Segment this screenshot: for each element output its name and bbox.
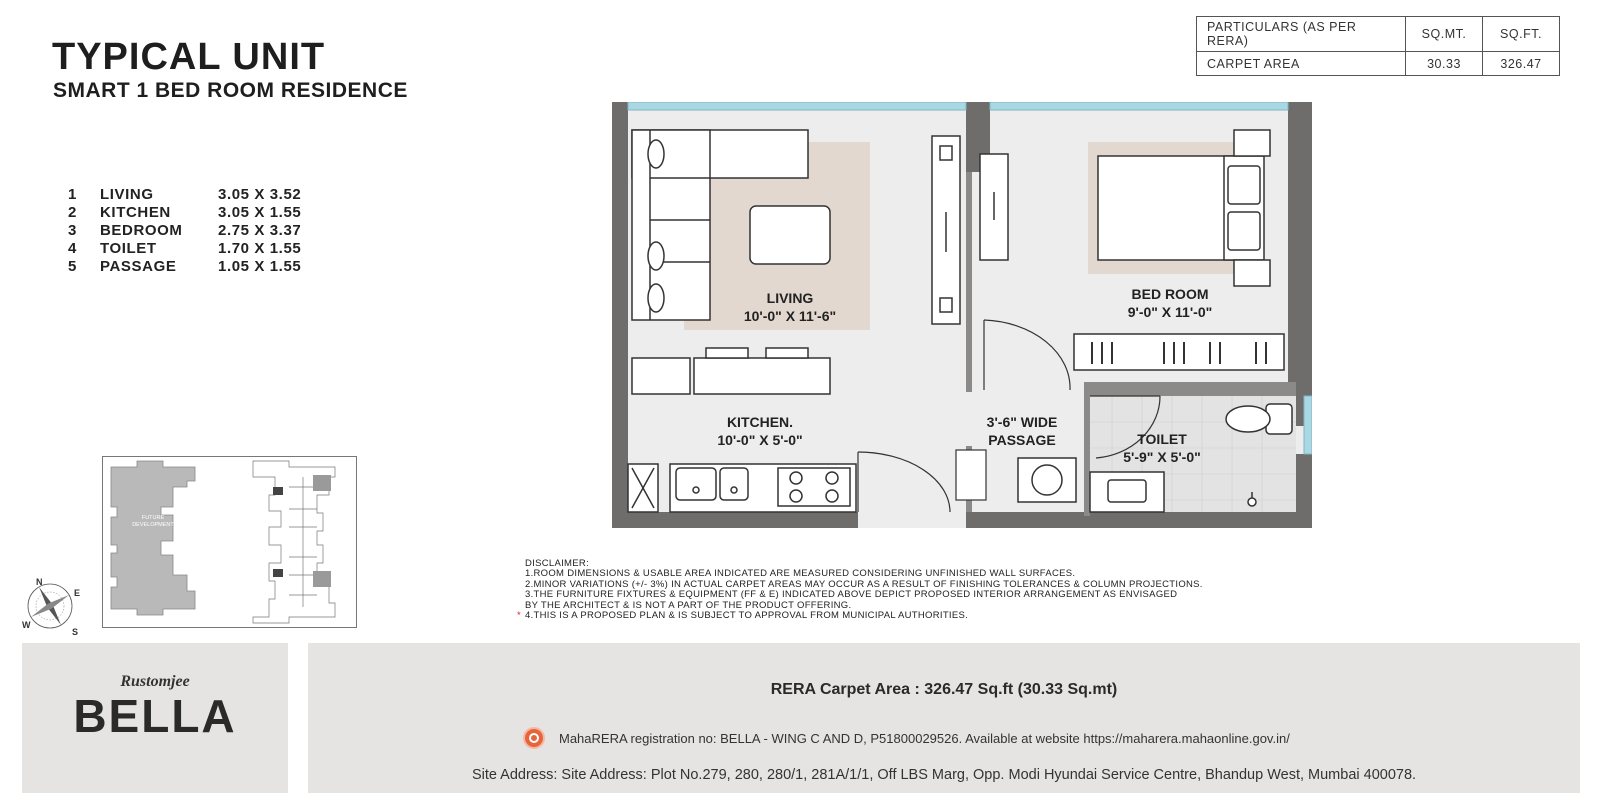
washing-machine	[1017, 457, 1077, 503]
maharera-text: MahaRERA registration no: BELLA - WING C…	[559, 730, 1290, 746]
disclaimer-line-wrap: * 4.THIS IS A PROPOSED PLAN & IS SUBJECT…	[517, 610, 1203, 622]
rera-area-table: PARTICULARS (AS PER RERA) SQ.MT. SQ.FT. …	[1196, 16, 1560, 76]
table-header-sqft: SQ.FT.	[1482, 16, 1560, 52]
table-header-row: PARTICULARS (AS PER RERA) SQ.MT. SQ.FT.	[1196, 16, 1560, 52]
maharera-icon	[523, 727, 545, 749]
highlight-unit	[313, 571, 331, 587]
room-name: BEDROOM	[100, 222, 183, 239]
disclaimer-line: 1.ROOM DIMENSIONS & USABLE AREA INDICATE…	[525, 568, 1076, 580]
room-number: 1	[68, 186, 77, 203]
room-dimension-list: 1 LIVING 3.05 X 3.52 2 KITCHEN 3.05 X 1.…	[68, 186, 301, 276]
bedroom-dimension: 9'-0" X 11'-0"	[1128, 304, 1213, 320]
cooktop	[777, 467, 851, 507]
disclaimer-line: BY THE ARCHITECT & IS NOT A PART OF THE …	[525, 599, 852, 611]
compass-needle-cross	[30, 595, 70, 617]
stair-block	[273, 569, 283, 577]
compass-s: S	[72, 627, 78, 636]
room-number: 2	[68, 204, 77, 221]
brand-developer-logo: Rustomjee	[120, 673, 190, 690]
page-subtitle: SMART 1 BED ROOM RESIDENCE	[53, 79, 408, 102]
table-row: CARPET AREA 30.33 326.47	[1196, 51, 1560, 76]
asterisk-mark: *	[517, 610, 521, 622]
kitchen-counter-top	[631, 347, 831, 395]
toilet-door	[1090, 395, 1161, 459]
site-address: Site Address: Site Address: Plot No.279,…	[471, 767, 1417, 783]
table-header-sqmt: SQ.MT.	[1405, 16, 1483, 52]
wing-outline	[252, 460, 336, 624]
maharera-line: MahaRERA registration no: BELLA - WING C…	[523, 727, 1290, 749]
list-item: 5 PASSAGE 1.05 X 1.55	[68, 258, 301, 276]
room-size: 3.05 X 3.52	[218, 186, 302, 203]
disclaimer-line: 4.THIS IS A PROPOSED PLAN & IS SUBJECT T…	[525, 610, 969, 622]
list-item: 1 LIVING 3.05 X 3.52	[68, 186, 301, 204]
study-unit	[979, 153, 1009, 261]
list-item: 4 TOILET 1.70 X 1.55	[68, 240, 301, 258]
future-development-block	[110, 460, 196, 616]
sofa	[631, 129, 809, 321]
room-size: 3.05 X 1.55	[218, 204, 302, 221]
compass-e: E	[74, 588, 80, 598]
bedroom-door	[983, 319, 1071, 391]
room-name: KITCHEN	[100, 204, 171, 221]
shoe-rack	[955, 449, 987, 501]
bed	[1097, 129, 1271, 287]
room-number: 3	[68, 222, 77, 239]
disclaimer-block: DISCLAIMER: 1.ROOM DIMENSIONS & USABLE A…	[517, 558, 1203, 622]
toilet-dimension: 5'-9" X 5'-0"	[1123, 449, 1201, 465]
list-item: 2 KITCHEN 3.05 X 1.55	[68, 204, 301, 222]
window-glazing	[627, 101, 1313, 455]
room-size: 2.75 X 3.37	[218, 222, 302, 239]
compass-w: W	[22, 620, 31, 630]
room-number: 5	[68, 258, 77, 275]
table-cell-particular: CARPET AREA	[1196, 51, 1406, 76]
bedroom-label: BED ROOM	[1132, 286, 1209, 302]
brand-panel: Rustomjee BELLA	[22, 643, 288, 793]
room-name: LIVING	[100, 186, 154, 203]
brand-project-name: BELLA	[73, 690, 237, 742]
stair-block	[273, 487, 283, 495]
living-dimension: 10'-0" X 11'-6"	[744, 308, 836, 324]
table-header-particulars: PARTICULARS (AS PER RERA)	[1196, 16, 1406, 52]
future-label-1: FUTURE	[142, 515, 165, 521]
room-name: PASSAGE	[100, 258, 177, 275]
key-plan: FUTURE DEVELOPMENT	[102, 456, 357, 628]
toilet-label: TOILET	[1137, 431, 1187, 447]
kitchen-label: KITCHEN.	[727, 414, 793, 430]
disclaimer-line: 2.MINOR VARIATIONS (+/- 3%) IN ACTUAL CA…	[525, 578, 1203, 590]
list-item: 3 BEDROOM 2.75 X 3.37	[68, 222, 301, 240]
room-name: TOILET	[100, 240, 157, 257]
kitchen-dimension: 10'-0" X 5'-0"	[717, 432, 802, 448]
highlight-unit	[313, 475, 331, 491]
disclaimer-line: 3.THE FURNITURE FIXTURES & EQUIPMENT (FF…	[525, 589, 1178, 601]
room-number: 4	[68, 240, 77, 257]
room-size: 1.70 X 1.55	[218, 240, 302, 257]
compass-icon: N E S W	[20, 576, 80, 637]
toilet-fixtures	[1089, 403, 1293, 513]
passage-dimension: PASSAGE	[988, 432, 1055, 448]
compass-ring	[27, 583, 73, 629]
compass-n: N	[36, 577, 43, 587]
key-plan-drawing: FUTURE DEVELOPMENT	[110, 460, 336, 624]
tv-unit	[931, 135, 961, 325]
rera-carpet-area: RERA Carpet Area : 326.47 Sq.ft (30.33 S…	[770, 681, 1118, 698]
floor-plan: LIVING 10'-0" X 11'-6" BED ROOM 9'-0" X …	[612, 101, 1313, 528]
entry-door	[857, 451, 951, 513]
page-title: TYPICAL UNIT	[52, 36, 326, 78]
room-size: 1.05 X 1.55	[218, 258, 302, 275]
disclaimer-heading: DISCLAIMER:	[525, 558, 590, 569]
future-label-2: DEVELOPMENT	[132, 522, 174, 528]
compass-rose: N E S W	[22, 577, 80, 637]
coffee-table	[749, 205, 831, 265]
compass-inner-ring	[35, 591, 65, 621]
table-cell-sqft: 326.47	[1482, 51, 1560, 76]
rera-info-panel: RERA Carpet Area : 326.47 Sq.ft (30.33 S…	[308, 643, 1580, 793]
floor-plan-drawing: LIVING 10'-0" X 11'-6" BED ROOM 9'-0" X …	[612, 101, 1313, 528]
living-label: LIVING	[767, 290, 814, 306]
table-cell-sqmt: 30.33	[1405, 51, 1483, 76]
wardrobe	[1073, 333, 1285, 371]
passage-label: 3'-6" WIDE	[987, 414, 1058, 430]
